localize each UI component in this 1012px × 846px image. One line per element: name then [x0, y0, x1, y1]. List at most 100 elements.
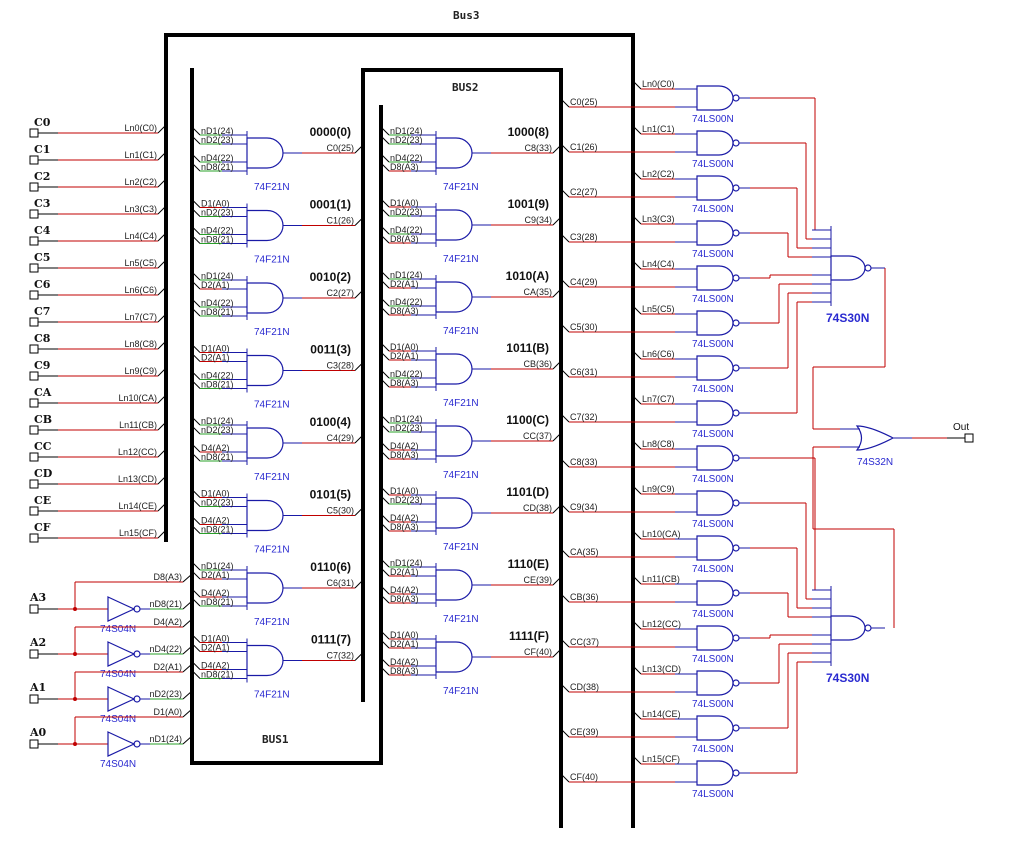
net-label: Ln7(C7) [124, 312, 157, 322]
inversion-bubble [732, 184, 740, 192]
pin-label: D4(A2) [390, 441, 419, 451]
and-gate [435, 281, 473, 313]
pin-label: D8(A3) [390, 306, 419, 316]
part-label: 74F21N [443, 182, 479, 193]
bus-entry [191, 661, 201, 670]
address-code-label: 1111(F) [509, 629, 549, 643]
pin-label: nD4(22) [390, 153, 423, 163]
inverter-gate [107, 686, 141, 712]
inversion-bubble [732, 139, 740, 147]
bus-entry [191, 344, 201, 353]
output-net-label: CE(39) [523, 575, 552, 585]
output-net-label: CD(38) [523, 503, 552, 513]
nand-gate-15: Ln15(CF)CF(40)74LS00N [560, 754, 750, 800]
bus-entry [157, 394, 167, 404]
and-gate [246, 427, 284, 459]
net-label: Ln1(C1) [124, 150, 157, 160]
bus-entry [380, 306, 390, 316]
bus-entry [632, 575, 642, 585]
part-label: 74F21N [443, 254, 479, 265]
pin-label: nD2(23) [390, 207, 423, 217]
input-terminal [29, 128, 39, 138]
bus-entry [560, 593, 570, 603]
port-label: C4 [34, 224, 51, 237]
pin-label: nD2(23) [201, 135, 234, 145]
pin-label: nD2(23) [201, 498, 234, 508]
bus-entry [380, 351, 390, 361]
pin-label: nD4(22) [201, 153, 234, 163]
nand-gate-11: Ln11(CB)CB(36)74LS00N [560, 574, 750, 620]
net-label: Ln0(C0) [124, 123, 157, 133]
nand-gate-symbol [696, 760, 740, 786]
inversion-bubble [864, 624, 872, 632]
bus-entry [191, 588, 201, 598]
input-terminal [29, 371, 39, 381]
select-net-label: C7(32) [570, 412, 598, 422]
port-label: C2 [34, 170, 50, 183]
nand-gate-4: Ln4(C4)C4(29)74LS00N [560, 259, 750, 305]
c-net-label: Ln8(C8) [642, 439, 675, 449]
input-terminal [29, 209, 39, 219]
bus3-label: Bus3 [453, 9, 480, 22]
pin-label: D8(A3) [390, 378, 419, 388]
bus-entry [380, 162, 390, 172]
bus-entry [191, 371, 201, 380]
pin-label: nD4(22) [390, 225, 423, 235]
input-terminal [29, 694, 39, 704]
bus-entry [552, 288, 562, 298]
net-label: Ln10(CA) [118, 393, 157, 403]
nand-gate-body [696, 580, 734, 606]
pin-label: nD4(22) [390, 369, 423, 379]
bus-entry [354, 289, 364, 299]
bus-entry [632, 665, 642, 675]
pin-label: D2(A1) [201, 353, 230, 363]
bus-entry [380, 666, 390, 676]
output-net-label: CF(40) [524, 647, 552, 657]
pin-label: D4(A2) [201, 661, 230, 671]
nand-gate-6: Ln6(C6)C6(31)74LS00N [560, 349, 750, 395]
bus-entry [560, 323, 570, 333]
nand-gate-symbol [696, 310, 740, 336]
part-label: 74LS00N [692, 204, 734, 215]
pin-label: nD1(24) [390, 558, 423, 568]
and-gate [246, 644, 284, 677]
inverter-body [107, 641, 136, 667]
bus-entry [157, 313, 167, 323]
part-label: 74LS00N [692, 699, 734, 710]
bus-entry [632, 170, 642, 180]
bus-entry [354, 579, 364, 589]
inv-net-label: nD8(21) [149, 599, 182, 609]
nand-gate-symbol [696, 130, 740, 156]
pin-label: D4(A2) [390, 657, 419, 667]
bus-entry [380, 198, 390, 208]
net-label: Ln2(C2) [124, 177, 157, 187]
bus-entry [560, 638, 570, 648]
pin-label: nD1(24) [390, 270, 423, 280]
part-label: 74LS00N [692, 384, 734, 395]
port-label: CA [34, 386, 52, 399]
bus-entry [632, 440, 642, 450]
pin-label: D8(A3) [390, 666, 419, 676]
pin-label: nD2(23) [390, 423, 423, 433]
bus-entry [191, 443, 201, 453]
part-label: 74F21N [254, 690, 290, 701]
and-gate [246, 499, 284, 532]
output-port-label: Out [953, 422, 969, 433]
net-label: Ln14(CE) [118, 501, 157, 511]
select-net-label: CB(36) [570, 592, 599, 602]
and-gate [435, 137, 473, 169]
bus-entry [157, 448, 167, 458]
bus-entry [560, 143, 570, 153]
bus-entry [191, 561, 201, 571]
and-gate [435, 425, 473, 457]
input-terminal [29, 290, 39, 300]
nand-gate-symbol [696, 445, 740, 471]
input-terminal [29, 649, 39, 659]
bus-entry [191, 597, 201, 607]
decoder-gate-10: nD1(24)D2(A1)nD4(22)D8(A3)CA(35)1010(A)7… [380, 269, 562, 337]
pin-label: nD2(23) [201, 425, 234, 435]
